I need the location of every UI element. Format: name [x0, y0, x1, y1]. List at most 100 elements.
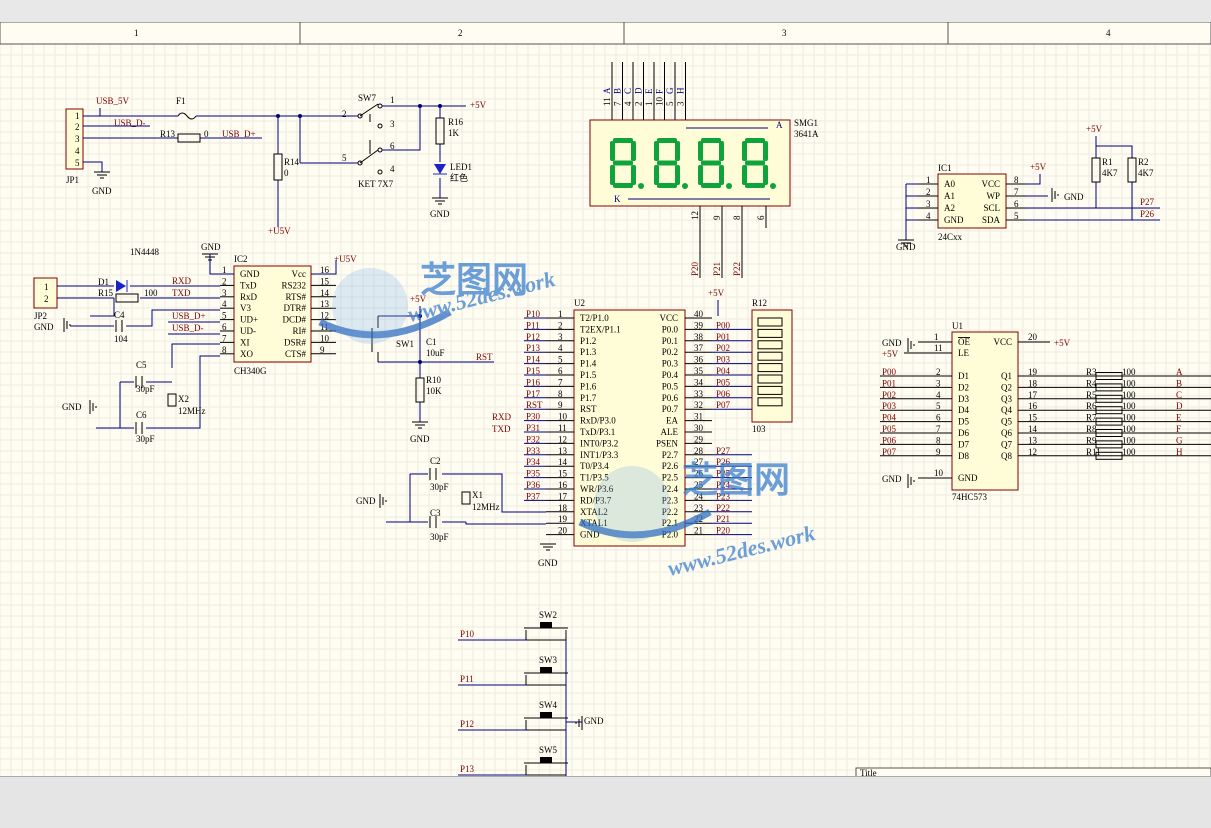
segment — [610, 141, 615, 161]
svg-text:R3: R3 — [1086, 367, 1097, 377]
segment — [654, 141, 659, 161]
svg-text:12MHz: 12MHz — [178, 406, 206, 416]
svg-text:GND: GND — [62, 402, 82, 412]
svg-text:2: 2 — [44, 294, 49, 304]
segment — [654, 165, 659, 185]
net-label: C — [1176, 390, 1182, 400]
pin-name: XO — [240, 349, 253, 359]
svg-text:R14: R14 — [284, 157, 300, 167]
svg-text:D1: D1 — [98, 277, 109, 287]
pin-name: DCD# — [282, 315, 306, 325]
pin-number: 4 — [222, 299, 227, 309]
pin-number: 6 — [558, 366, 563, 376]
svg-text:1: 1 — [934, 332, 939, 342]
ch340-chip — [233, 265, 312, 363]
pin-number: 35 — [694, 366, 704, 376]
segment — [613, 138, 633, 143]
svg-text:IC2: IC2 — [234, 254, 248, 264]
pin-number: 9 — [712, 215, 722, 220]
jp1-ref: JP1 — [66, 175, 79, 185]
pin-number: 20 — [558, 526, 568, 536]
segment — [698, 141, 703, 161]
svg-text:+5V: +5V — [410, 294, 427, 304]
pin-number: 28 — [694, 446, 704, 456]
pin-name: TxD — [240, 280, 257, 290]
net-label: P24 — [716, 480, 731, 490]
pin-name: TxD/P3.1 — [580, 427, 615, 437]
net-label: A — [602, 87, 612, 94]
pin-number: 4 — [558, 343, 563, 353]
svg-text:P26: P26 — [1140, 209, 1155, 219]
svg-text:8: 8 — [1014, 175, 1019, 185]
pin-name: P2.2 — [662, 507, 678, 517]
svg-text:9: 9 — [936, 447, 941, 457]
svg-text:Q6: Q6 — [1001, 428, 1012, 438]
net-label: P32 — [526, 434, 540, 444]
pin-number: 32 — [694, 400, 703, 410]
pin-number: 26 — [694, 469, 704, 479]
net-label: P35 — [526, 469, 541, 479]
schematic-sheet[interactable]: 1 2 3 4 JP1 1 2 3 4 5 USB_5V USB_D- USB_… — [0, 21, 1211, 781]
pin-number: 37 — [694, 343, 704, 353]
pin-number: 8 — [222, 345, 227, 355]
svg-text:4K7: 4K7 — [1102, 168, 1118, 178]
window-bottom-bar — [0, 776, 1211, 828]
segment — [675, 165, 680, 185]
net-label: H — [1176, 447, 1183, 457]
segment — [613, 160, 633, 166]
segment — [701, 160, 721, 166]
net-label: P02 — [882, 390, 896, 400]
net-label: P01 — [716, 332, 730, 342]
svg-text:CH340G: CH340G — [234, 366, 267, 376]
net-label: P04 — [882, 413, 897, 423]
pin-number: 4 — [623, 101, 633, 106]
net-label: P33 — [526, 446, 541, 456]
pin-number: 5 — [665, 101, 675, 106]
svg-text:Q3: Q3 — [1001, 394, 1012, 404]
segment — [745, 138, 765, 143]
pin-name: PSEN — [656, 438, 679, 448]
svg-text:D4: D4 — [958, 405, 969, 415]
net-label: P06 — [882, 435, 897, 445]
segment — [613, 183, 633, 188]
eeprom-chip — [937, 173, 1007, 229]
pin-name: P0.5 — [662, 381, 679, 391]
button-ref: SW3 — [539, 655, 558, 665]
net-label: P03 — [882, 401, 897, 411]
pin-number: 6 — [222, 322, 227, 332]
svg-text:F1: F1 — [176, 96, 186, 106]
segment — [631, 165, 636, 185]
net-label: P11 — [460, 674, 474, 684]
net-label: P11 — [526, 320, 540, 330]
svg-text:GND: GND — [356, 496, 376, 506]
svg-text:RXD: RXD — [172, 276, 192, 286]
pin-number: 11 — [602, 97, 612, 106]
svg-text:12: 12 — [1028, 447, 1037, 457]
decimal-point — [770, 183, 776, 189]
segment — [719, 141, 724, 161]
pin-name: VCC — [659, 313, 678, 323]
pin-number: 34 — [694, 377, 704, 387]
net-label: P17 — [526, 389, 541, 399]
svg-text:19: 19 — [1028, 367, 1038, 377]
pin-number: 17 — [558, 491, 568, 501]
net-label: P04 — [716, 366, 731, 376]
net-label: G — [665, 87, 675, 94]
net-label: P21 — [716, 514, 730, 524]
pin-name: P0.6 — [662, 393, 679, 403]
svg-text:7: 7 — [1014, 187, 1019, 197]
segment — [631, 141, 636, 161]
svg-text:R6: R6 — [1086, 401, 1097, 411]
pin-number: 10 — [320, 333, 330, 343]
svg-text:R16: R16 — [448, 117, 464, 127]
net-label: G — [1176, 435, 1183, 445]
pin-name: Vcc — [292, 269, 307, 279]
net-label: B — [613, 88, 623, 94]
svg-text:+U5V: +U5V — [334, 254, 357, 264]
svg-text:4: 4 — [75, 146, 80, 156]
svg-text:+5V: +5V — [882, 349, 899, 359]
svg-text:6: 6 — [1014, 199, 1019, 209]
pin-name: P2.1 — [662, 518, 678, 528]
svg-text:VCC: VCC — [981, 179, 1000, 189]
